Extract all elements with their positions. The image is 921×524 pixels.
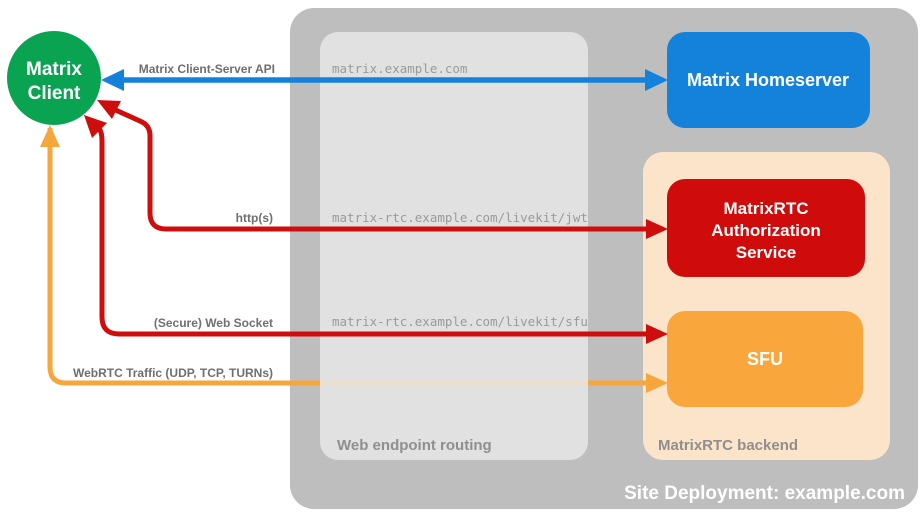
route-jwt-url: matrix-rtc.example.com/livekit/jwt [332,210,588,225]
arrowhead-right-icon [646,219,668,239]
https-edge-label: http(s) [236,211,273,225]
site-deployment-label: Site Deployment: example.com [624,483,905,504]
sfu-node [667,311,863,407]
arrowhead-right-icon [646,324,668,344]
route-sfu-url: matrix-rtc.example.com/livekit/sfu [332,314,588,329]
matrix-homeserver-node [667,32,870,128]
https-edge [97,100,668,239]
matrixrtc-backend-label: MatrixRTC backend [658,437,798,454]
arrowhead-left-icon [84,115,107,138]
matrix-client-label-line2: Client [28,83,81,104]
webrtc-edge-under-segment [47,128,592,386]
webrtc-edge [40,125,668,393]
web-endpoint-routing-box [320,32,588,460]
arrowhead-left-icon [97,100,121,119]
web-endpoint-routing-label: Web endpoint routing [337,437,492,454]
auth-service-label-line2: Authorization [711,221,821,240]
auth-service-label-line1: MatrixRTC [723,199,808,218]
webrtc-edge-label: WebRTC Traffic (UDP, TCP, TURNs) [73,366,273,380]
auth-service-node [667,179,865,277]
cs-api-edge [101,69,668,91]
auth-service-label-line3: Service [736,243,797,262]
route-homeserver-url: matrix.example.com [332,61,467,76]
websocket-edge [84,115,668,344]
matrix-client-node [7,31,101,125]
arrowhead-up-icon [40,125,60,147]
sfu-label: SFU [747,349,783,369]
websocket-edge-label: (Secure) Web Socket [154,316,273,330]
arrowhead-right-icon [645,69,668,91]
matrix-client-label-line1: Matrix [26,59,82,80]
arrowhead-right-icon [646,373,668,393]
matrix-homeserver-label: Matrix Homeserver [687,70,849,90]
cs-api-edge-label: Matrix Client-Server API [139,62,275,76]
arrowhead-left-icon [101,69,124,91]
